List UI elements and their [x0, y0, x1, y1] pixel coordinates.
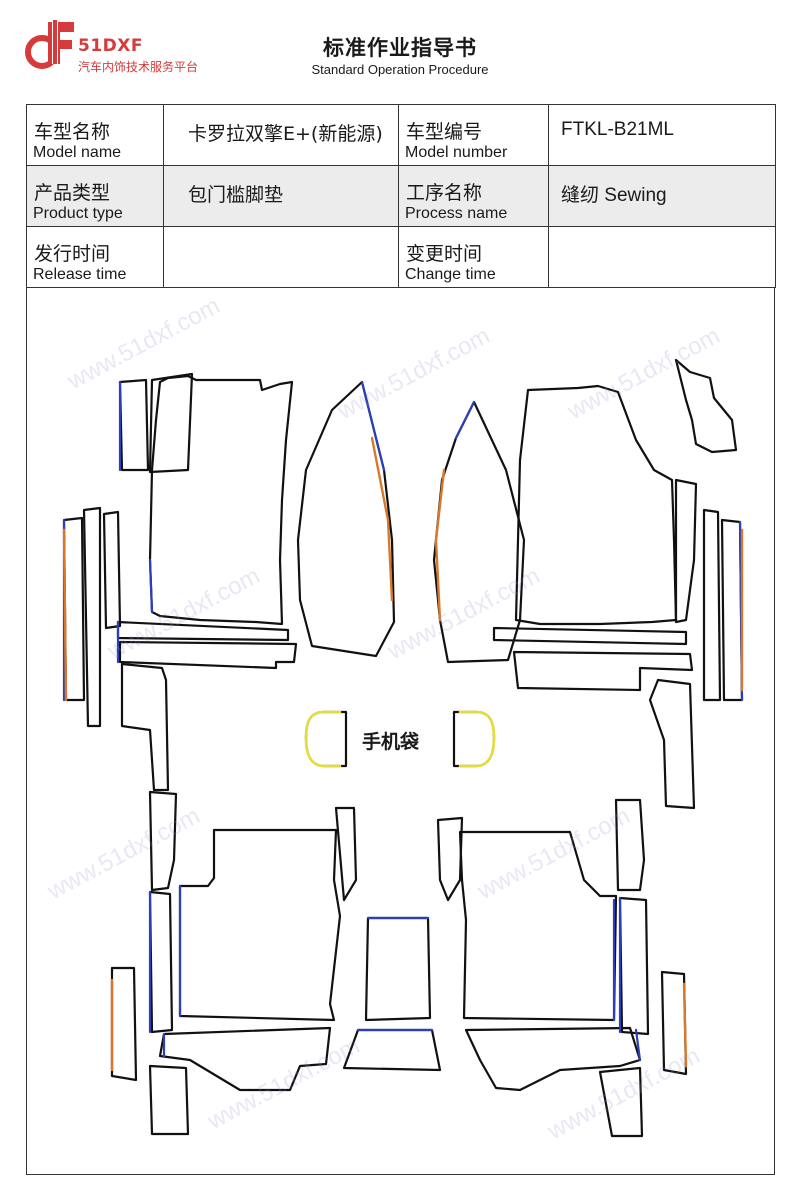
front-right-heel-piece [648, 678, 696, 810]
pattern-drawing-frame [26, 287, 775, 1175]
product-type-label-zh: 产品类型 [34, 182, 111, 204]
front-right-heel-piece [512, 650, 694, 692]
front-left-sill-piece [102, 510, 122, 630]
front-left-strip-piece [118, 378, 150, 472]
orange-edge-accent [62, 528, 68, 702]
brand-logo-icon [25, 20, 74, 69]
front-right-heel-piece [492, 626, 688, 646]
process-name-label-en: Process name [405, 205, 508, 222]
model-number-label: 车型编号 Model number [398, 104, 549, 166]
model-name-label-zh: 车型名称 [34, 121, 111, 143]
release-time-value-cell [163, 226, 399, 288]
rear-left-sill-piece [110, 966, 138, 1082]
page-title: 标准作业指导书 [323, 36, 477, 60]
blue-edge-accent [162, 1028, 642, 1062]
front-left-pillar-piece [296, 380, 396, 658]
orange-edge-accent [682, 982, 688, 1068]
front-right-mat-piece [514, 384, 678, 626]
rear-right-strip-piece [436, 816, 464, 902]
model-name-label: 车型名称 Model name [26, 104, 164, 166]
rear-center-tunnel-piece [342, 1028, 442, 1072]
rear-left-mat-piece [178, 828, 342, 1022]
front-left-mat-piece [148, 374, 294, 626]
rear-left-heel-piece [148, 1064, 190, 1136]
front-left-sill-piece [82, 506, 102, 728]
model-number-value-cell: FTKL-B21ML [548, 104, 776, 166]
release-time-label: 发行时间 Release time [26, 226, 164, 288]
front-right-strip-piece [674, 478, 698, 624]
rear-left-strip-piece [334, 806, 358, 902]
change-time-label-zh: 变更时间 [406, 243, 483, 265]
change-time-value-cell [548, 226, 776, 288]
model-name-label-en: Model name [33, 144, 122, 161]
front-right-strip-piece [674, 358, 738, 454]
product-type-label-en: Product type [33, 205, 123, 222]
product-type-value-cell: 包门槛脚垫 [163, 165, 399, 227]
process-name-value: 缝纫 Sewing [561, 185, 667, 206]
model-number-value: FTKL-B21ML [561, 119, 674, 140]
orange-edge-accent [370, 436, 394, 602]
product-type-label: 产品类型 Product type [26, 165, 164, 227]
rear-right-sill-piece [618, 896, 650, 1036]
model-number-label-zh: 车型编号 [406, 121, 483, 143]
rear-right-mat-piece [458, 830, 618, 1022]
front-left-heel-piece [120, 662, 170, 792]
product-type-value: 包门槛脚垫 [188, 184, 284, 206]
model-number-label-en: Model number [405, 144, 508, 161]
release-time-label-zh: 发行时间 [34, 243, 111, 265]
rear-right-strip-piece [614, 798, 646, 892]
info-row-time: 发行时间 Release time 变更时间 Change time [26, 226, 776, 288]
brand-name: 51DXF [78, 36, 143, 56]
rear-right-heel-piece [598, 1066, 644, 1138]
front-left-strip-piece [148, 372, 194, 474]
info-table: 车型名称 Model name 卡罗拉双擎E+(新能源) 车型编号 Model … [26, 104, 776, 288]
phone-pocket-piece [304, 710, 348, 768]
brand-tagline: 汽车内饰技术服务平台 [78, 60, 199, 74]
yellow-edge-accent [304, 710, 342, 768]
blue-edge-accent [148, 884, 622, 1034]
rear-right-sill-piece [660, 970, 688, 1076]
blue-edge-accent [356, 916, 434, 1032]
page-subtitle: Standard Operation Procedure [311, 62, 489, 77]
info-row-product: 产品类型 Product type 包门槛脚垫 工序名称 Process nam… [26, 165, 776, 227]
front-left-heel-piece [118, 640, 298, 670]
rear-left-strip-piece [148, 790, 178, 892]
front-right-pillar-piece [432, 400, 526, 664]
release-time-label-en: Release time [33, 266, 127, 283]
phone-pocket-piece [452, 710, 496, 768]
rear-left-sill-piece [148, 890, 174, 1034]
rear-center-tunnel-piece [364, 916, 432, 1022]
yellow-edge-accent [458, 710, 496, 768]
orange-edge-accent [434, 468, 446, 622]
front-left-heel-piece [116, 620, 290, 642]
rear-left-heel-piece [158, 1026, 332, 1092]
phone-pocket-label: 手机袋 [362, 731, 420, 753]
front-left-sill-piece [62, 516, 86, 702]
model-name-value: 卡罗拉双擎E+(新能源) [188, 123, 383, 145]
blue-edge-accent [118, 380, 476, 614]
change-time-label-en: Change time [405, 266, 496, 283]
model-name-value-cell: 卡罗拉双擎E+(新能源) [163, 104, 399, 166]
process-name-label: 工序名称 Process name [398, 165, 549, 227]
change-time-label: 变更时间 Change time [398, 226, 549, 288]
front-right-sill-piece [720, 518, 744, 702]
rear-right-heel-piece [464, 1026, 642, 1092]
process-name-value-cell: 缝纫 Sewing [548, 165, 776, 227]
front-right-sill-piece [702, 508, 722, 702]
info-row-model: 车型名称 Model name 卡罗拉双擎E+(新能源) 车型编号 Model … [26, 104, 776, 166]
process-name-label-zh: 工序名称 [406, 182, 483, 204]
